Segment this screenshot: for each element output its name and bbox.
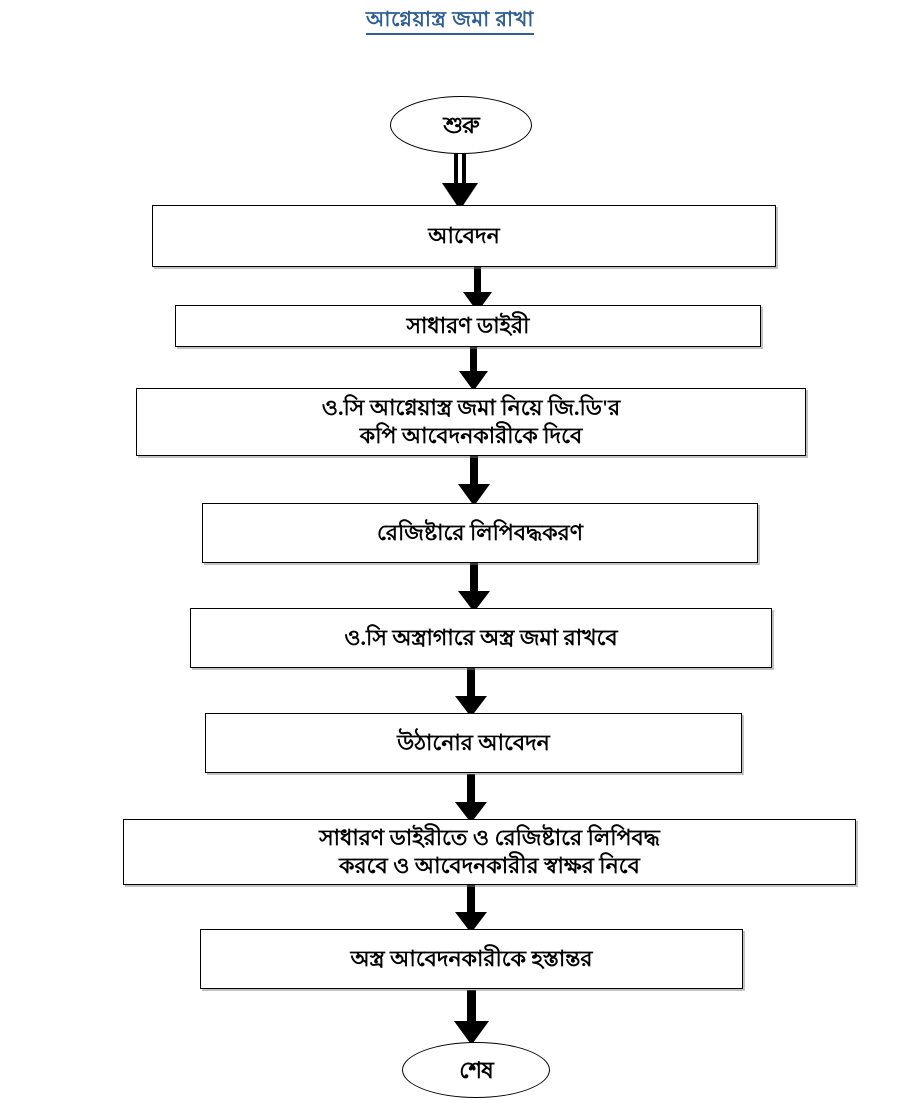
node-withdrawal-application-label: উঠানোর আবেদন [397, 730, 550, 755]
node-handover-weapon[interactable]: অস্ত্র আবেদনকারীকে হস্তান্তর [200, 929, 743, 989]
connector-n5-to-n6 [455, 668, 487, 717]
node-oc-armoury-deposit[interactable]: ও.সি অস্ত্রাগারে অস্ত্র জমা রাখবে [190, 608, 772, 668]
node-start[interactable]: শুরু [390, 96, 532, 154]
node-oc-gd-copy[interactable]: ও.সি আগ্নেয়াস্ত্র জমা নিয়ে জি.ডি'র কপি… [136, 388, 806, 456]
node-oc-armoury-deposit-label: ও.সি অস্ত্রাগারে অস্ত্র জমা রাখবে [344, 625, 618, 650]
node-application-label: আবেদন [428, 223, 500, 248]
connector-n6-to-n7 [455, 774, 487, 823]
node-register-entry[interactable]: রেজিষ্টারে লিপিবদ্ধকরণ [202, 503, 758, 563]
page-title-text: আগ্নেয়াস্ত্র জমা রাখা [365, 6, 535, 35]
node-oc-gd-copy-label: ও.সি আগ্নেয়াস্ত্র জমা নিয়ে জি.ডি'র কপি… [321, 395, 621, 448]
connector-n7-to-n8 [455, 884, 487, 933]
page-title: আগ্নেয়াস্ত্র জমা রাখা [0, 6, 900, 35]
node-handover-weapon-label: অস্ত্র আবেদনকারীকে হস্তান্তর [350, 946, 593, 971]
node-start-label: শুরু [443, 112, 479, 138]
node-diary-register-signature-label: সাধারণ ডাইরীতে ও রেজিষ্টারে লিপিবদ্ধ করব… [319, 825, 660, 878]
node-diary-register-signature[interactable]: সাধারণ ডাইরীতে ও রেজিষ্টারে লিপিবদ্ধ করব… [123, 819, 856, 885]
connector-n3-to-n4 [458, 455, 490, 506]
node-withdrawal-application[interactable]: উঠানোর আবেদন [205, 713, 742, 773]
node-register-entry-label: রেজিষ্টারে লিপিবদ্ধকরণ [376, 520, 584, 545]
node-application[interactable]: আবেদন [152, 205, 776, 267]
node-general-diary-label: সাধারণ ডাইরী [406, 313, 530, 338]
node-end-label: শেষ [459, 1057, 494, 1083]
connector-n2-to-n3 [459, 345, 488, 391]
node-end[interactable]: শেষ [402, 1042, 550, 1098]
connector-n8-to-end [454, 990, 489, 1045]
node-general-diary[interactable]: সাধারণ ডাইরী [175, 305, 761, 347]
connector-n4-to-n5 [458, 563, 490, 612]
